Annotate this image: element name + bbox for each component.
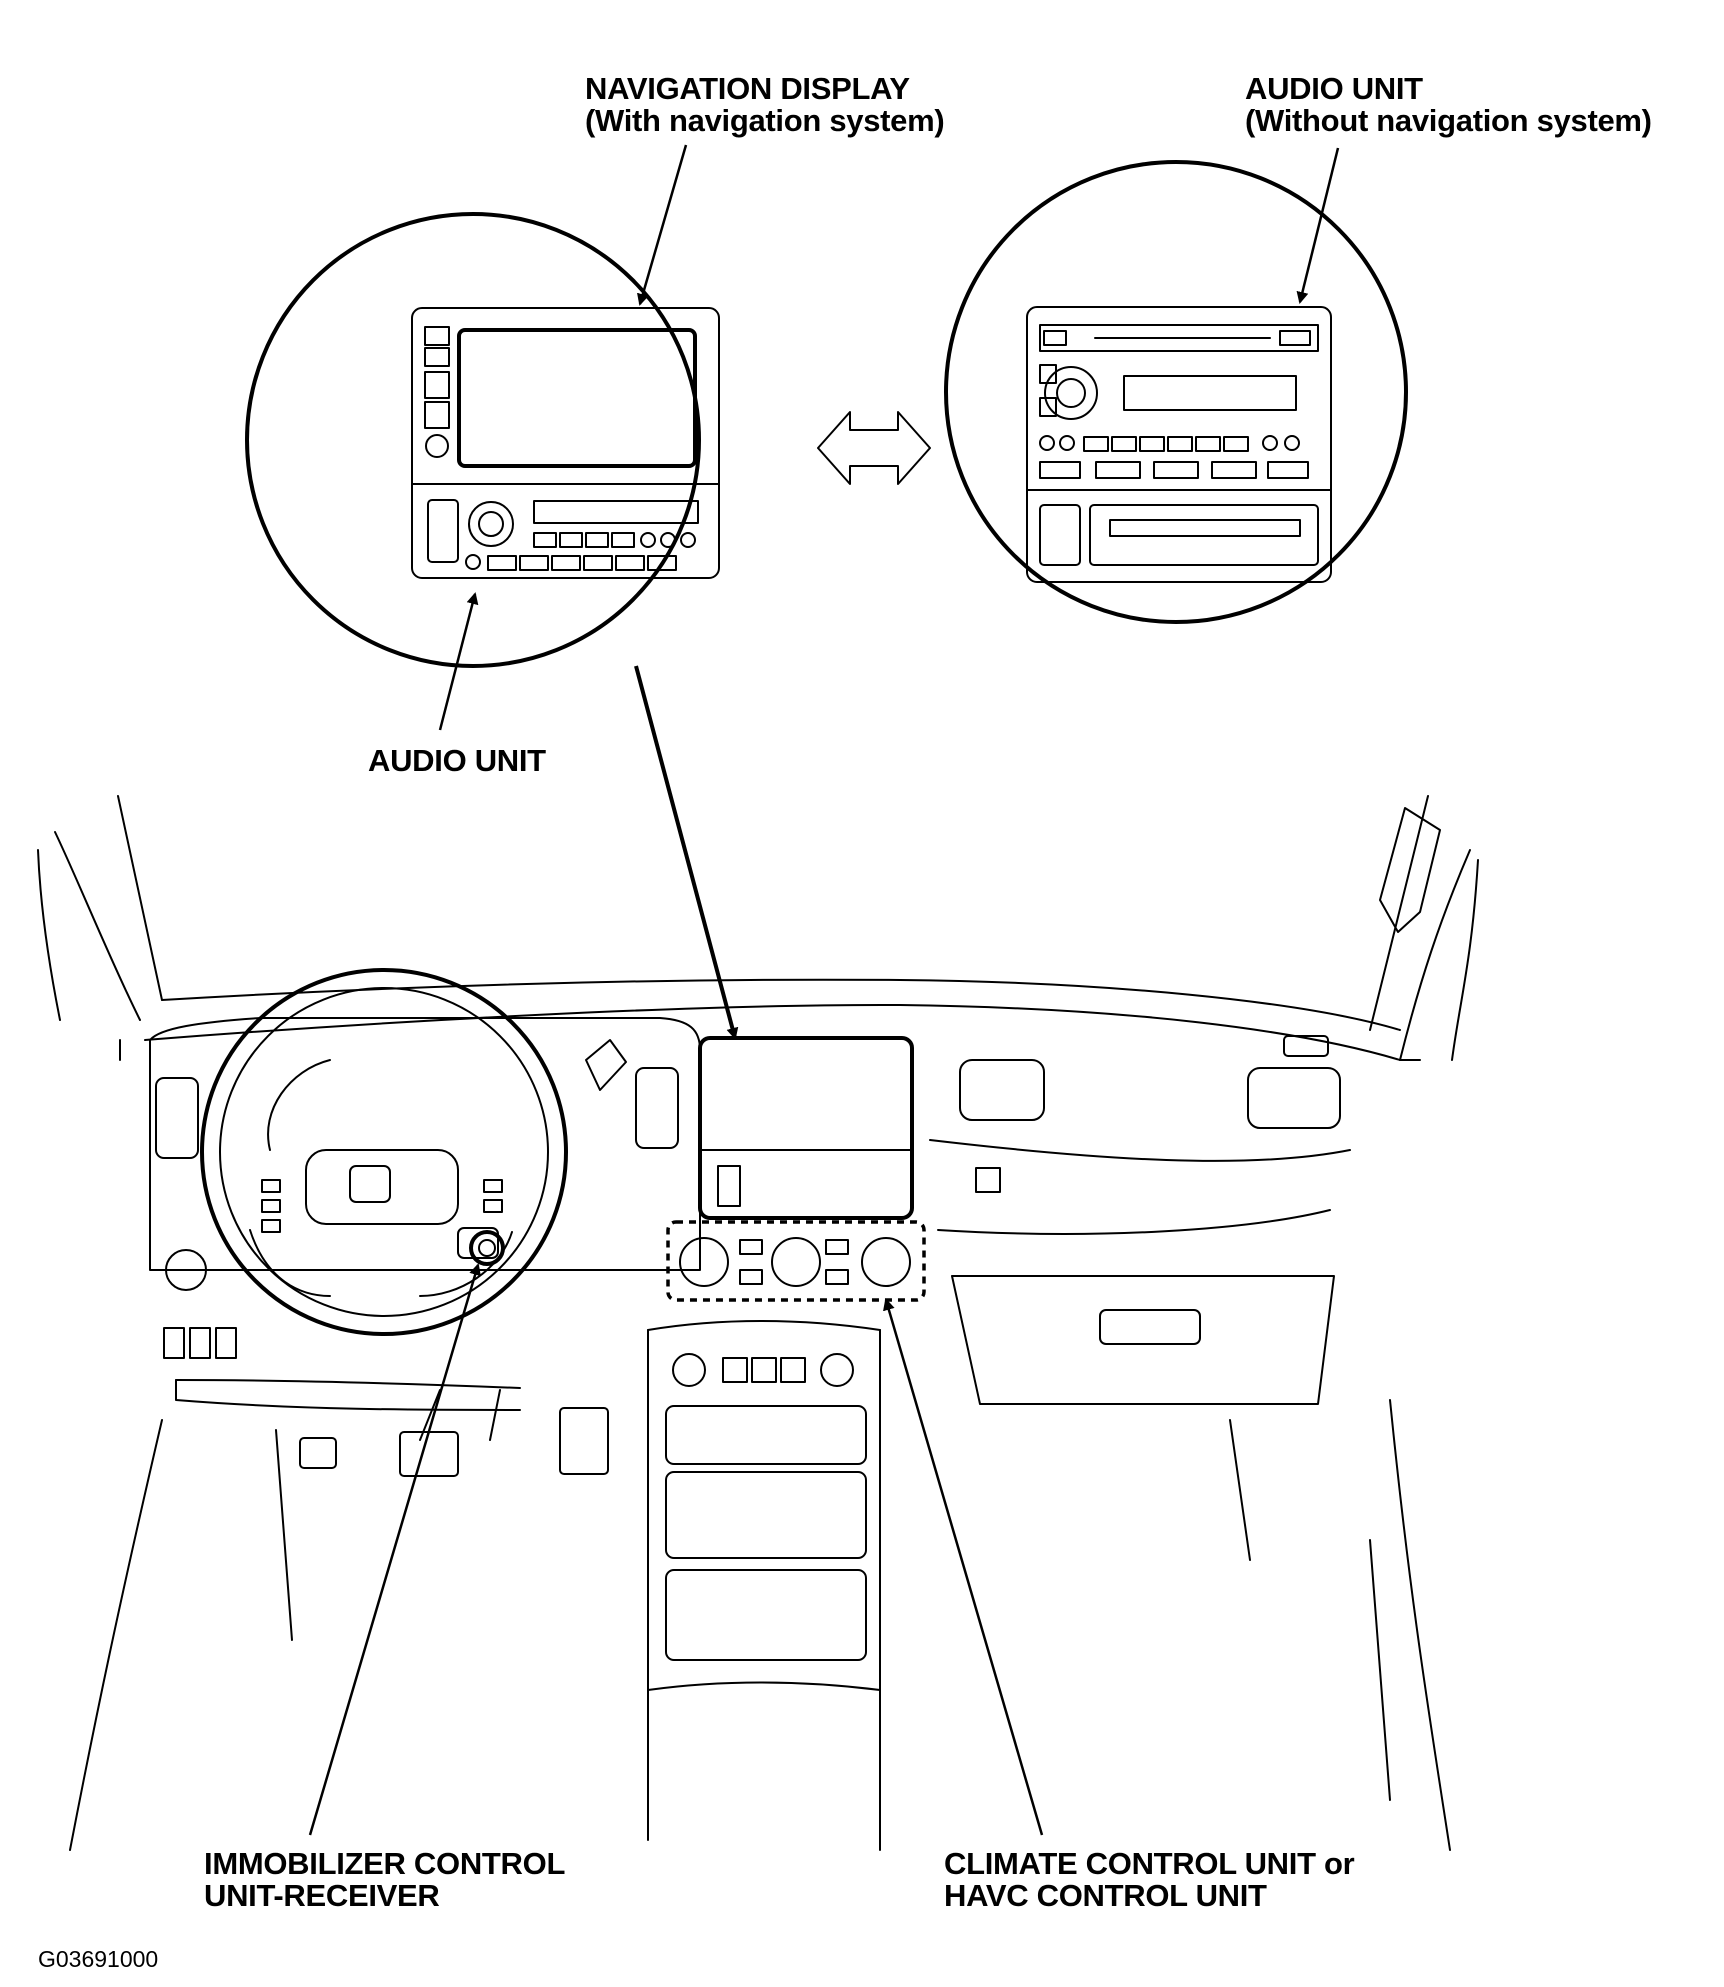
audio-unit-right-label-line2: (Without navigation system) <box>1245 103 1652 138</box>
navigation-display-icon <box>245 212 720 668</box>
steering-wheel-icon <box>200 968 568 1336</box>
audio-unit-right-label-line1: AUDIO UNIT <box>1245 71 1423 106</box>
figure-code: G03691000 <box>38 1946 159 1972</box>
audio-unit-icon <box>944 160 1408 624</box>
audio-unit-left-label: AUDIO UNIT <box>368 743 546 778</box>
nav-display-label-line2: (With navigation system) <box>585 103 945 138</box>
climate-label-line2: HAVC CONTROL UNIT <box>944 1878 1267 1913</box>
immobilizer-label-line1: IMMOBILIZER CONTROL <box>204 1846 566 1881</box>
double-arrow-icon <box>817 411 931 485</box>
immobilizer-label-line2: UNIT-RECEIVER <box>204 1878 440 1913</box>
climate-label-line1: CLIMATE CONTROL UNIT or <box>944 1846 1355 1881</box>
nav-display-label-line1: NAVIGATION DISPLAY <box>585 71 910 106</box>
